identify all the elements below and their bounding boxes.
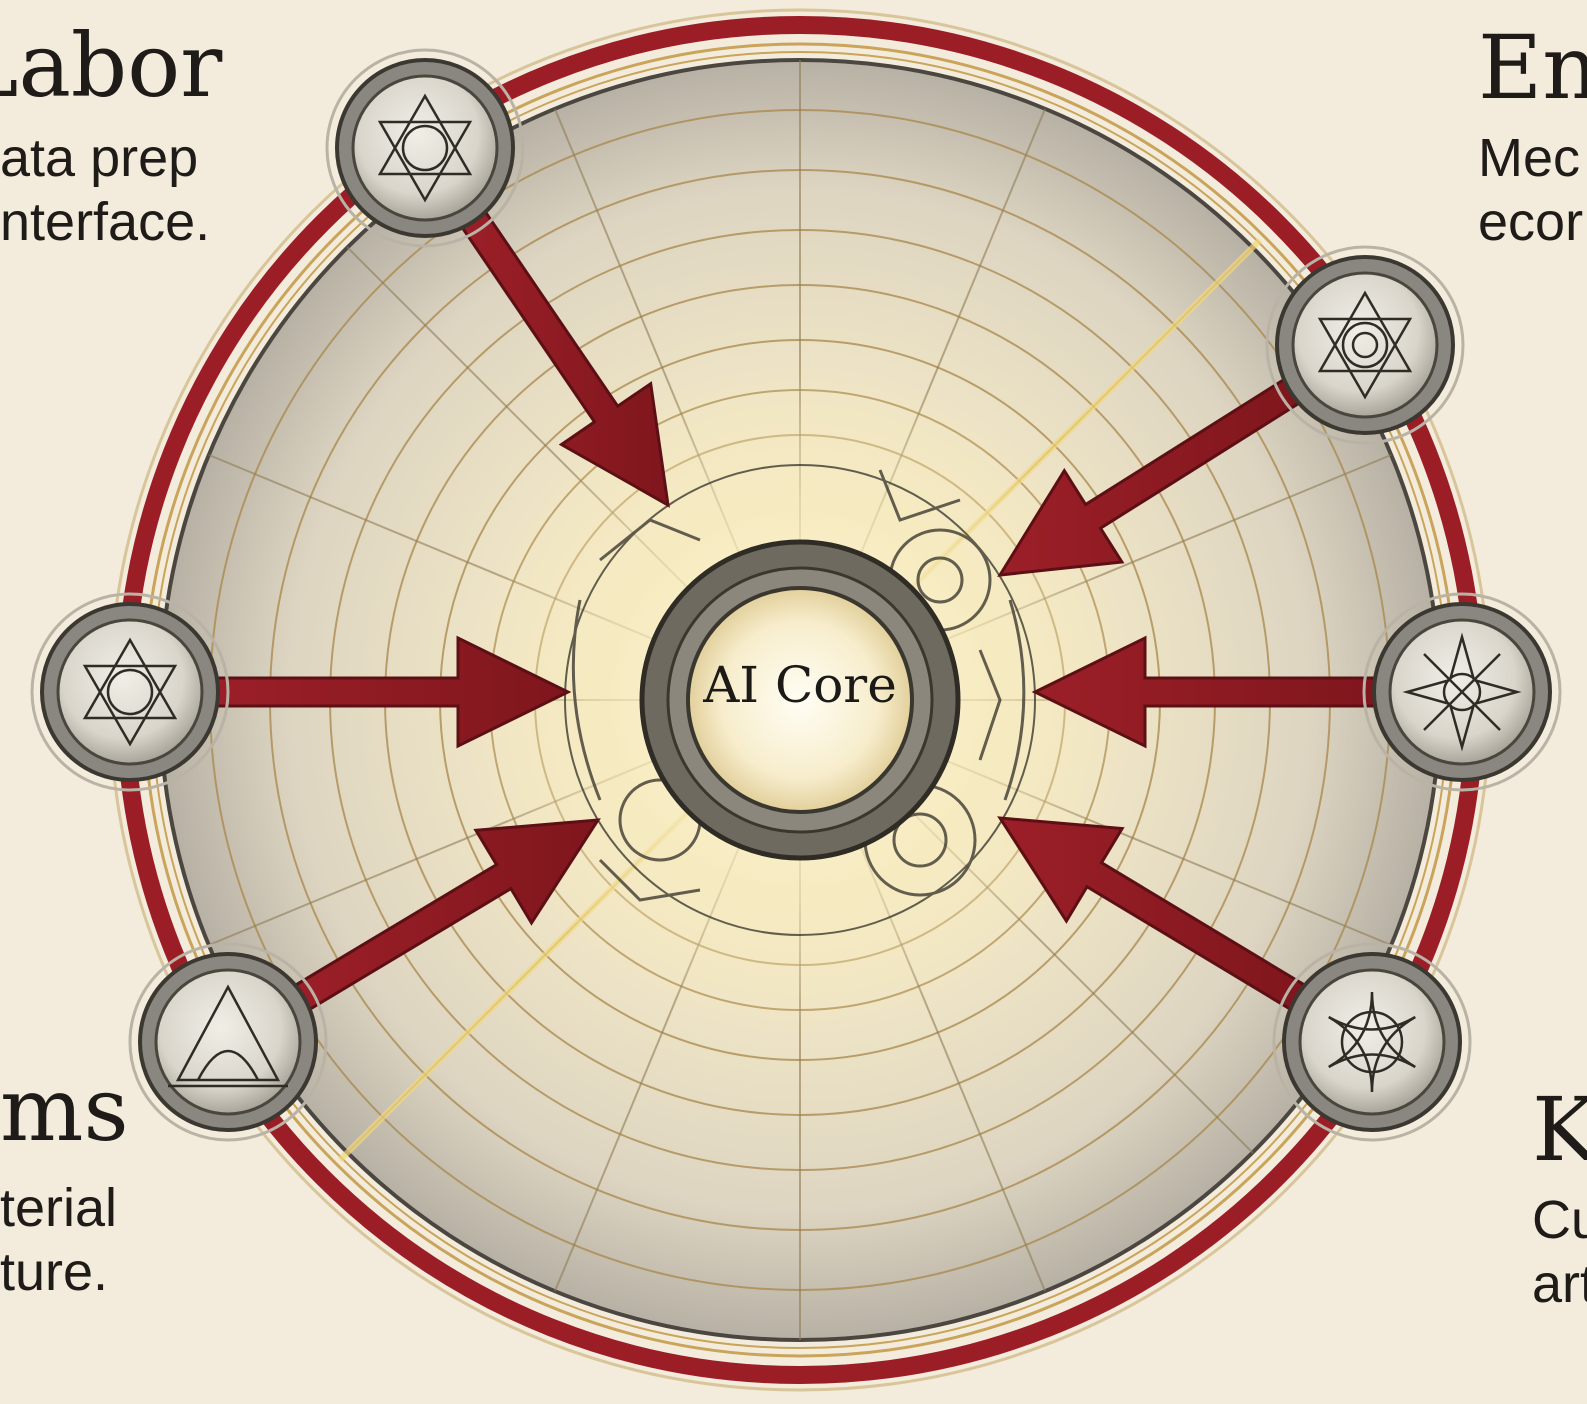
node-top-left [325, 48, 525, 248]
arrow-top-right [997, 374, 1306, 577]
hexagram-circle-icon [377, 93, 473, 203]
arrow-left [210, 635, 572, 749]
four-point-star-icon [1402, 632, 1522, 752]
gear-sketch [564, 464, 1036, 936]
systems-line-2: ture. [0, 1242, 109, 1302]
nodes [30, 48, 1562, 1142]
node-top-right [1265, 245, 1465, 445]
systems-heading: ms [0, 1058, 129, 1161]
knowledge-line-1: Cul [1532, 1190, 1587, 1250]
knot-hexagram-icon [1328, 991, 1416, 1093]
labor-description: ata prep nterface. [0, 126, 210, 254]
energy-heading: En [1478, 16, 1587, 119]
arrow-bottom-right [997, 816, 1312, 1014]
labor-heading: Labor [0, 14, 223, 117]
arrow-top-left [457, 205, 670, 508]
core-gear [639, 539, 961, 861]
energy-line-2: ecor [1478, 192, 1584, 252]
arrow-bottom-left [289, 818, 601, 1014]
triangle-glyph-icon [168, 984, 288, 1088]
hexagram-triangle-icon [1317, 290, 1413, 400]
systems-line-1: terial [0, 1178, 118, 1238]
node-right [1362, 592, 1562, 792]
arrow-right [1031, 635, 1382, 749]
node-bottom-right [1272, 942, 1472, 1142]
knowledge-line-2: art [1532, 1254, 1587, 1314]
knowledge-heading: K [1532, 1078, 1587, 1181]
systems-description: terial ture. [0, 1176, 117, 1304]
node-left [30, 592, 230, 792]
energy-line-1: Mec [1478, 128, 1581, 188]
energy-description: Mec ecor [1478, 126, 1583, 254]
node-bottom-left [128, 942, 328, 1142]
arrows [210, 205, 1382, 1014]
knowledge-description: Cul art [1532, 1188, 1587, 1316]
labor-line-2: nterface. [0, 192, 211, 252]
hexagram-circle-icon [82, 637, 178, 747]
ai-core-label: AI Core [703, 656, 897, 714]
labor-line-1: ata prep [0, 128, 199, 188]
